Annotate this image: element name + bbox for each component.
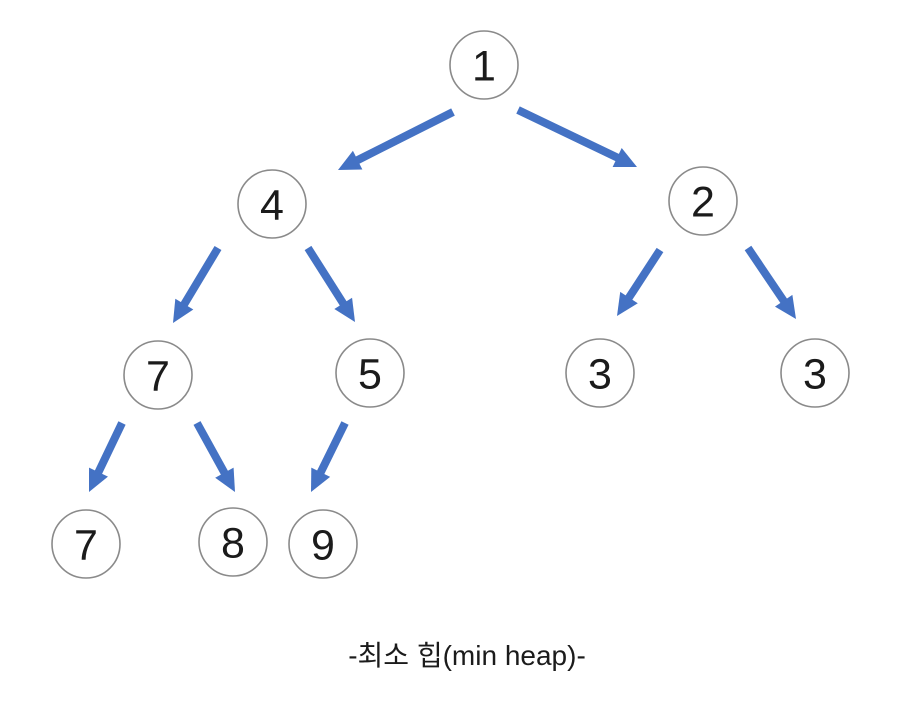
node-value: 3 [803, 351, 827, 399]
node-value: 7 [74, 522, 98, 570]
tree-edge-n1-n2 [516, 106, 637, 167]
tree-edge-n5-n9 [311, 421, 349, 492]
node-value: 8 [221, 520, 245, 568]
arrow-head-icon [89, 467, 108, 492]
node-circle [288, 509, 358, 579]
tree-node-n5: 5 [335, 338, 405, 408]
node-value: 2 [691, 179, 715, 227]
node-circle [668, 166, 738, 236]
arrow-shaft [179, 245, 222, 308]
arrow-shaft [94, 421, 126, 476]
node-value: 5 [358, 351, 382, 399]
arrow-shaft [193, 421, 229, 477]
node-value: 4 [260, 182, 284, 230]
tree-node-n2: 2 [668, 166, 738, 236]
arrow-head-icon [774, 294, 796, 319]
arrow-shaft [316, 421, 349, 476]
tree-edge-n7a-n7b [89, 421, 126, 492]
arrow-shaft [744, 245, 789, 305]
tree-edge-n2-n3b [744, 245, 796, 319]
node-circle [335, 338, 405, 408]
tree-edge-n4-n7a [173, 245, 222, 323]
node-value: 3 [588, 351, 612, 399]
node-circle [51, 509, 121, 579]
tree-edge-n1-n4 [338, 108, 455, 170]
tree-node-n8: 8 [198, 507, 268, 577]
arrow-head-icon [311, 467, 331, 492]
arrow-head-icon [215, 467, 235, 492]
node-value: 1 [472, 43, 496, 91]
arrow-head-icon [173, 298, 194, 323]
tree-node-n7a: 7 [123, 340, 193, 410]
node-circle [565, 338, 635, 408]
tree-node-n1: 1 [449, 30, 519, 100]
arrow-head-icon [338, 150, 363, 170]
tree-edge-n2-n3a [617, 247, 664, 316]
tree-edge-n4-n5 [304, 245, 355, 322]
tree-edge-n7a-n8 [193, 421, 235, 492]
tree-node-n3a: 3 [565, 338, 635, 408]
node-circle [237, 169, 307, 239]
arrow-shaft [516, 106, 621, 162]
node-circle [780, 338, 850, 408]
node-value: 9 [311, 522, 335, 570]
arrow-shaft [624, 247, 664, 302]
node-circle [198, 507, 268, 577]
arrow-shaft [354, 108, 455, 165]
node-value: 7 [146, 353, 170, 401]
arrow-shaft [304, 245, 348, 308]
tree-node-n9: 9 [288, 509, 358, 579]
arrow-head-icon [334, 297, 355, 322]
tree-node-n4: 4 [237, 169, 307, 239]
arrow-head-icon [617, 291, 638, 316]
tree-node-n3b: 3 [780, 338, 850, 408]
node-circle [123, 340, 193, 410]
node-circle [449, 30, 519, 100]
tree-node-n7b: 7 [51, 509, 121, 579]
arrow-head-icon [612, 148, 637, 167]
diagram-caption: -최소 힙(min heap)- [348, 640, 586, 671]
